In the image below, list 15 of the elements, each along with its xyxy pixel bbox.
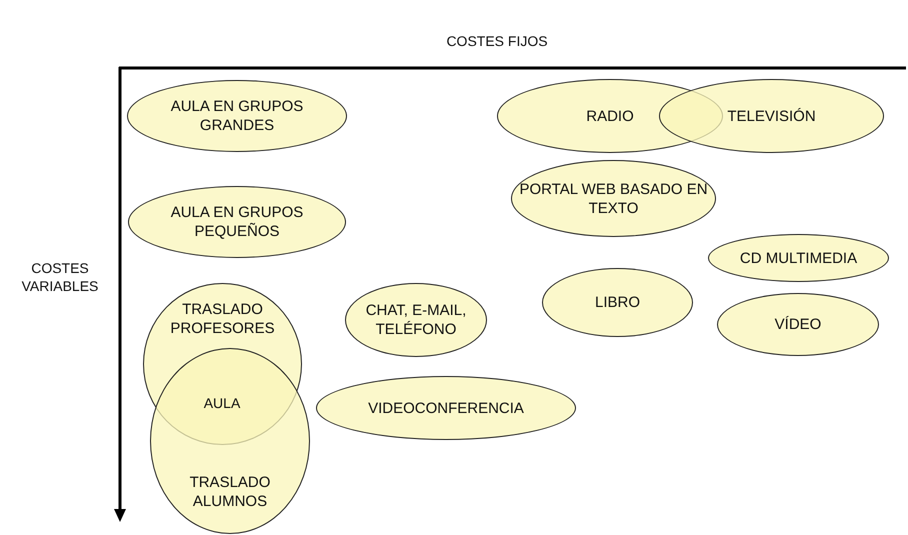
axis-label: COSTES FIJOS [445, 32, 549, 50]
node-label: CD MULTIMEDIA [740, 248, 858, 268]
node-label: LIBRO [594, 293, 640, 312]
overlap-label: AULA [202, 394, 242, 412]
node-label: PORTAL WEB BASADO EN TEXTO [518, 180, 709, 218]
node-label: TRASLADO PROFESORES [169, 300, 276, 338]
node-label: VIDEOCONFERENCIA [368, 398, 524, 418]
node-label: AULA EN GRUPOS GRANDES [170, 97, 304, 135]
node-label: TELEVISIÓN [727, 106, 816, 126]
node-label: TRASLADO ALUMNOS [188, 473, 272, 511]
axis-label: COSTES VARIABLES [20, 259, 100, 295]
node-label: CHAT, E-MAIL, TELÉFONO [364, 301, 468, 339]
node-label: RADIO [586, 106, 634, 126]
node-label: VÍDEO [774, 315, 822, 334]
node-label: AULA EN GRUPOS PEQUEÑOS [170, 203, 304, 241]
